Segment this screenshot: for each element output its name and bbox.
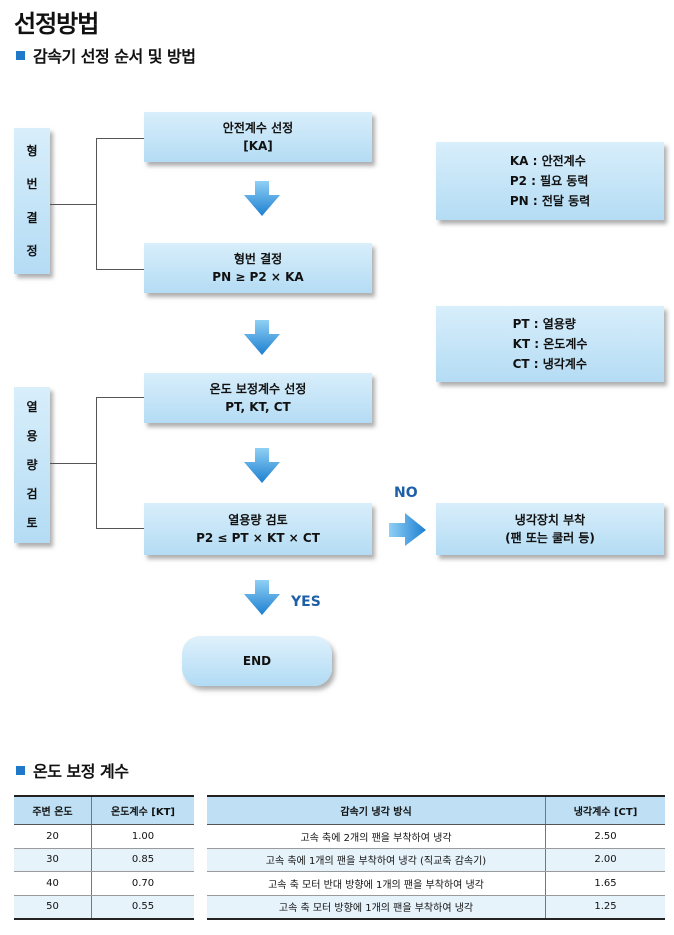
table-cell: 40 [14,871,92,896]
table-header: 온도계수 [KT] [91,795,194,825]
table-cell: 30 [14,848,92,872]
side-char: 번 [26,177,38,192]
step-title: 열용량 검토 [228,513,288,527]
step-cooling-device: 냉각장치 부착 (팬 또는 쿨러 등) [436,503,664,555]
end-terminal: END [182,636,332,686]
section-title-temp-coef: 온도 보정 계수 [16,758,129,782]
legend-item: KA : 안전계수 [509,154,586,168]
side-char: 검 [26,486,38,501]
arrow-down-icon [244,320,280,355]
side-char: 형 [26,143,38,158]
table-cell: 0.70 [91,871,194,896]
side-char: 량 [26,457,38,472]
table-cell: 0.55 [91,895,194,920]
bullet-square-icon [16,765,25,775]
legend-item: PN : 전달 동력 [509,194,591,208]
legend-item: PT : 열용량 [512,317,576,331]
side-char: 정 [26,244,38,259]
table-header: 주변 온도 [14,795,92,825]
table-cell: 1.00 [91,824,194,849]
table-cell: 고속 축에 1개의 팬을 부착하여 냉각 (직교축 감속기) [207,848,546,872]
table-cell: 고속 축에 2개의 팬을 부착하여 냉각 [207,824,546,849]
connector-line [50,463,96,464]
table-cell: 2.00 [545,848,665,872]
step-model-decision: 형번 결정 PN ≥ P2 × KA [144,243,372,293]
connector-line [96,138,144,139]
section-title-text: 온도 보정 계수 [33,762,129,781]
side-char: 결 [26,210,38,225]
arrow-right-icon [389,513,426,546]
step-formula: PN ≥ P2 × KA [212,270,304,284]
section-title-selection: 감속기 선정 순서 및 방법 [16,43,196,67]
page-title: 선정방법 [14,10,99,38]
connector-line [96,138,97,269]
section-title-text: 감속기 선정 순서 및 방법 [33,47,196,66]
step-title: 안전계수 선정 [222,121,294,135]
step-formula: P2 ≤ PT × KT × CT [196,531,320,545]
table-cell: 1.25 [545,895,665,920]
connector-line [96,269,144,270]
legend-box-power: KA : 안전계수 P2 : 필요 동력 PN : 전달 동력 [436,142,664,220]
side-char: 용 [26,429,38,444]
table-cell: 0.85 [91,848,194,872]
legend-item: KT : 온도계수 [512,337,588,351]
legend-item: P2 : 필요 동력 [509,174,589,188]
legend-item: CT : 냉각계수 [512,357,587,371]
cooling-coefficient-table: 감속기 냉각 방식 냉각계수 [CT] 고속 축에 2개의 팬을 부착하여 냉각… [207,795,665,920]
yes-label: YES [291,594,321,610]
legend-box-thermal: PT : 열용량 KT : 온도계수 CT : 냉각계수 [436,306,664,382]
table-cell: 20 [14,824,92,849]
table-cell: 2.50 [545,824,665,849]
table-cell: 고속 축 모터 반대 방향에 1개의 팬을 부착하여 냉각 [207,871,546,896]
bullet-square-icon [16,50,25,60]
step-title: 형번 결정 [233,252,283,266]
connector-line [50,204,96,205]
table-cell: 50 [14,895,92,920]
side-char: 토 [26,515,38,530]
side-char: 열 [26,400,38,415]
table-header: 감속기 냉각 방식 [207,795,546,825]
table-header: 냉각계수 [CT] [545,795,665,825]
arrow-down-icon [244,448,280,483]
connector-line [96,397,97,528]
step-thermal-review: 열용량 검토 P2 ≤ PT × KT × CT [144,503,372,555]
side-box-thermal-review: 열 용 량 검 토 [14,387,50,543]
side-box-model-decision: 형 번 결 정 [14,128,50,274]
step-safety-factor: 안전계수 선정 [KA] [144,112,372,162]
step-note: (팬 또는 쿨러 등) [505,531,595,545]
arrow-down-icon [244,580,280,615]
step-temp-correction: 온도 보정계수 선정 PT, KT, CT [144,373,372,423]
step-formula: [KA] [243,139,273,153]
step-title: 냉각장치 부착 [514,513,586,527]
step-title: 온도 보정계수 선정 [209,382,307,396]
connector-line [96,397,144,398]
no-label: NO [394,485,418,501]
end-label: END [242,654,272,668]
table-cell: 고속 축 모터 방향에 1개의 팬을 부착하여 냉각 [207,895,546,920]
arrow-down-icon [244,181,280,216]
connector-line [96,528,144,529]
table-cell: 1.65 [545,871,665,896]
step-formula: PT, KT, CT [225,400,291,414]
